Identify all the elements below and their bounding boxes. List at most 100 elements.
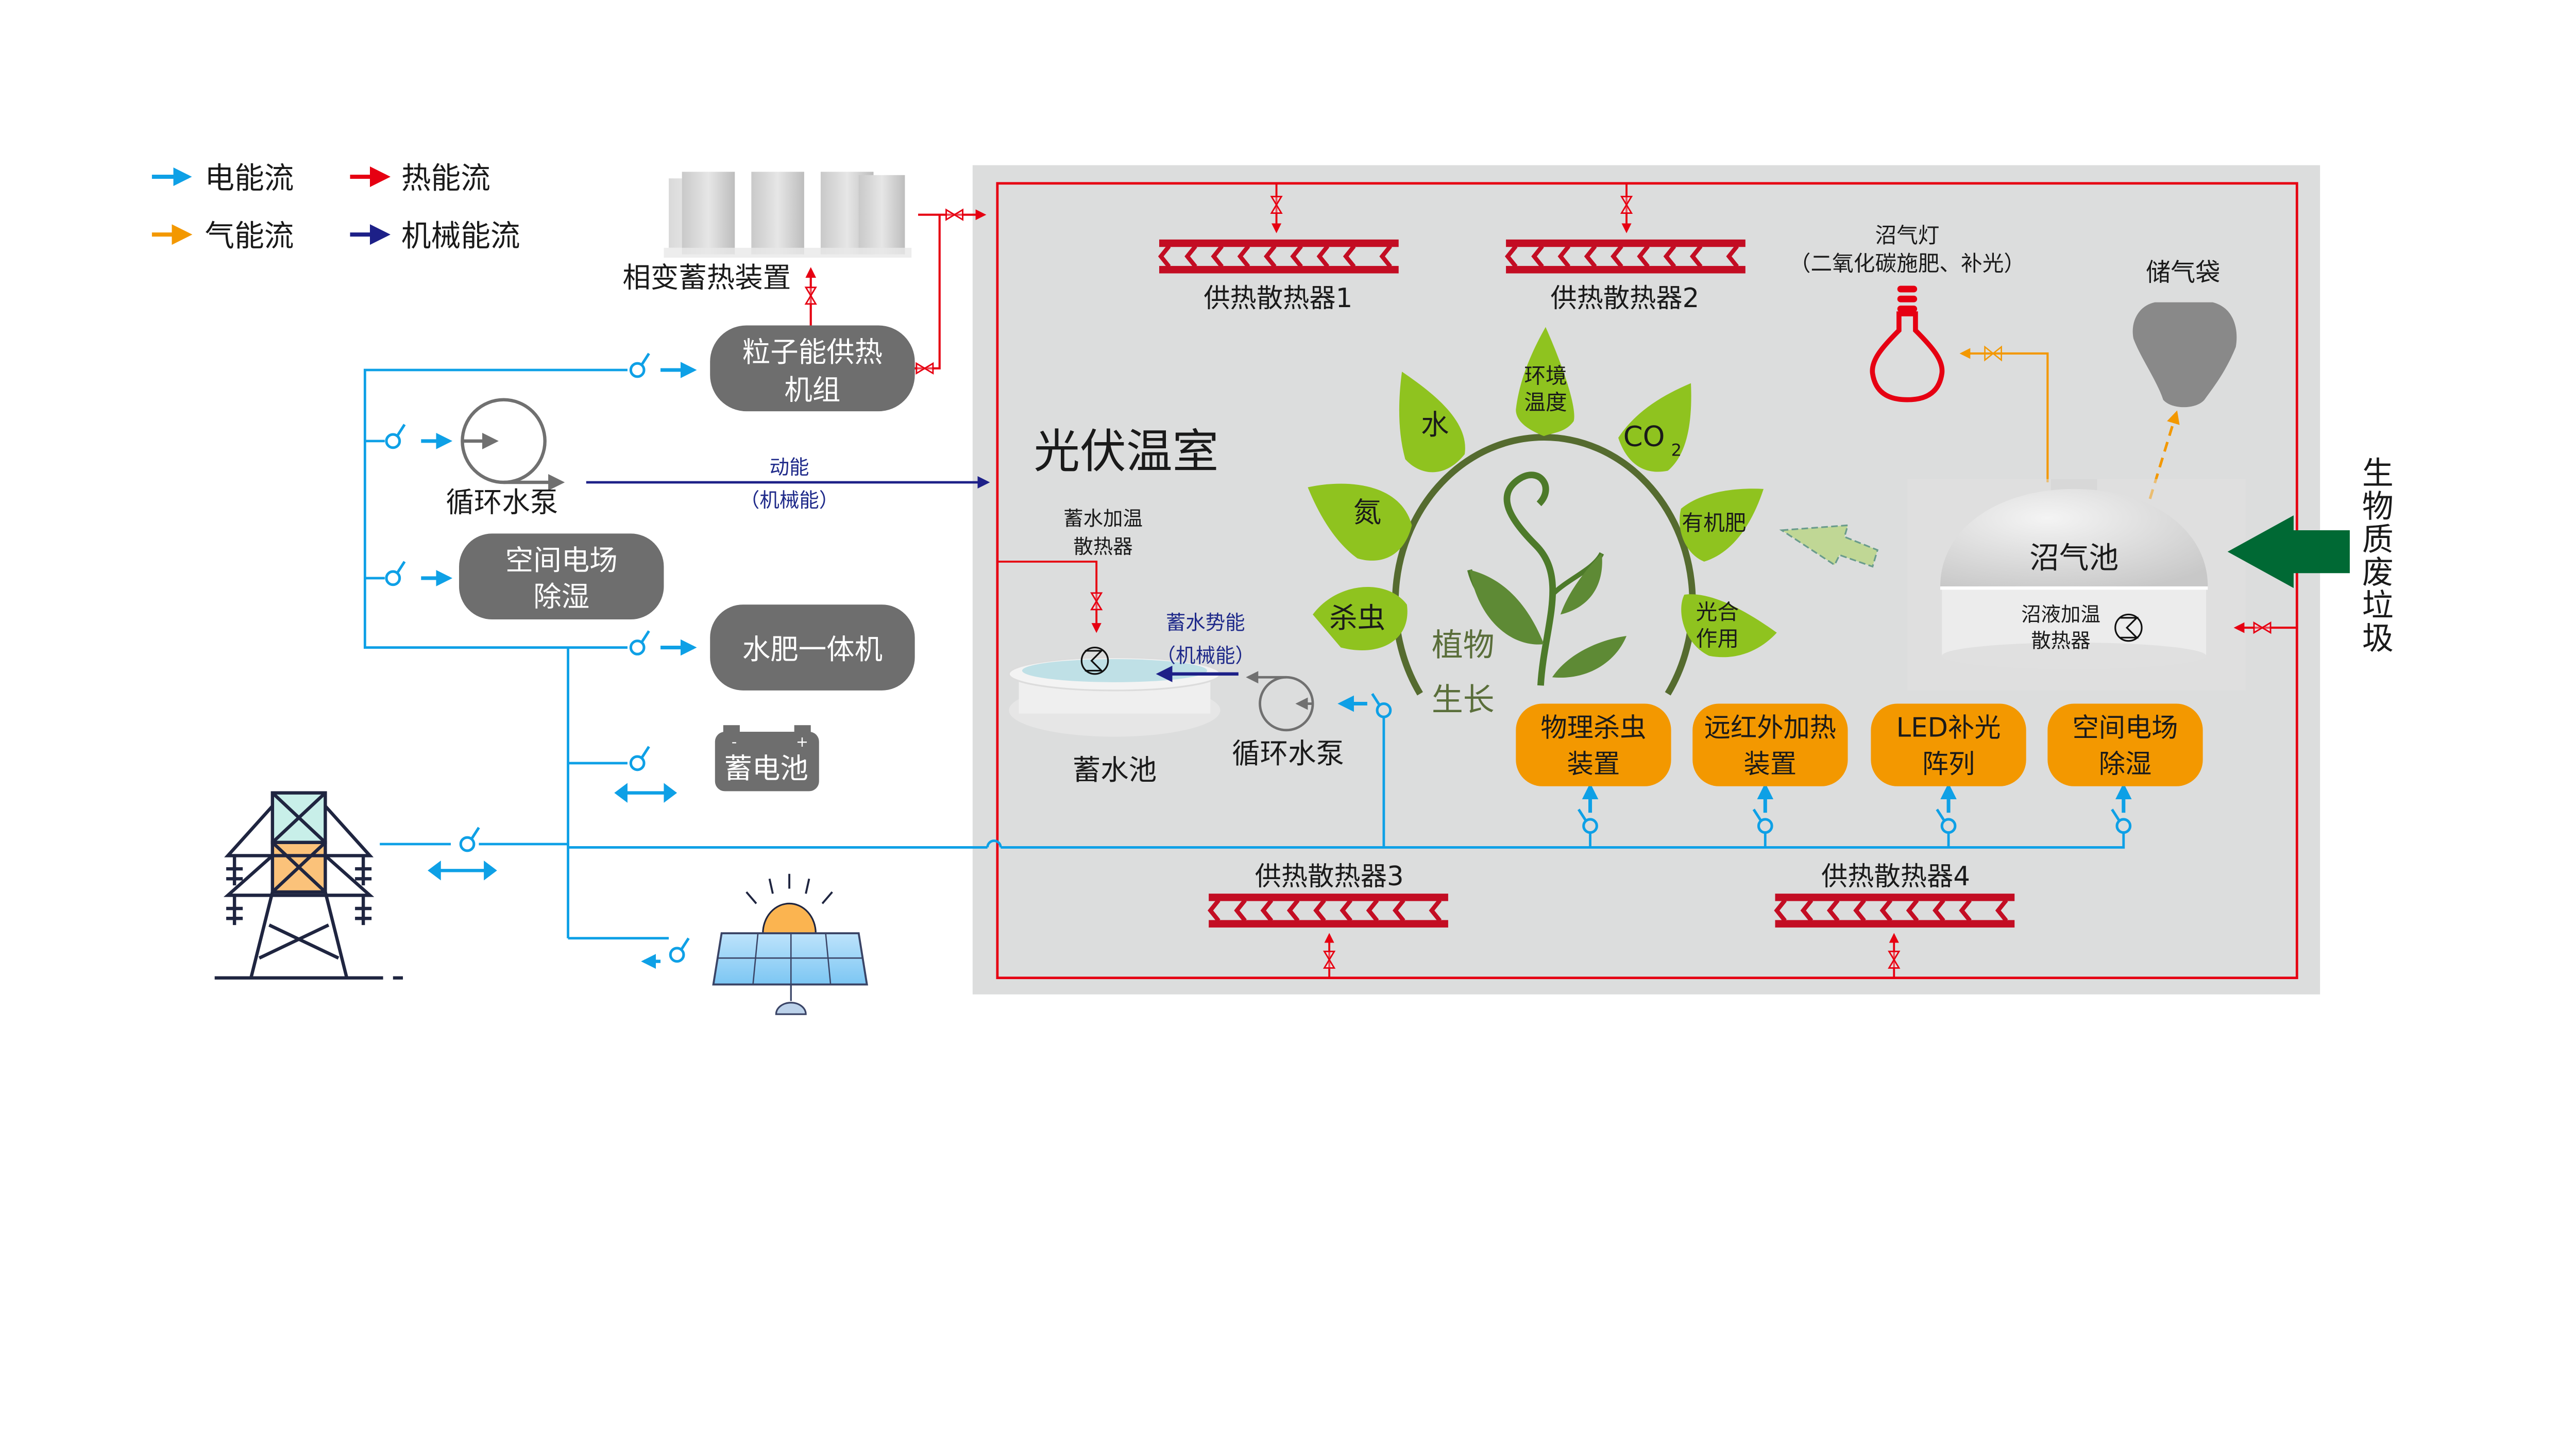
plant-growth-label-1: 植物	[1432, 627, 1495, 664]
pump-left-label: 循环水泵	[446, 486, 558, 519]
device-physical-insect-killer-line1: 物理杀虫	[1540, 713, 1646, 744]
device-led-grow-light-line1: LED补光	[1896, 713, 2001, 744]
leaf-nitrogen: 氮	[1308, 483, 1412, 561]
biomass-waste-label: 生 物 质 废 垃 圾	[2362, 455, 2394, 657]
biogas-lamp[interactable]: 沼气灯 （二氧化碳施肥、补光）	[1789, 223, 2025, 402]
leaf-organic-fertilizer-label: 有机肥	[1682, 510, 1746, 535]
device-field-dehumidifier-line2: 除湿	[2099, 749, 2152, 780]
greenhouse-title: 光伏温室	[1033, 425, 1218, 479]
biogas-lamp-sub-label: （二氧化碳施肥、补光）	[1789, 251, 2025, 276]
leaf-water-label: 水	[1421, 408, 1449, 441]
device-far-infrared-heater[interactable]: 远红外加热 装置	[1692, 703, 1848, 786]
legend-mechanical: 机械能流	[350, 218, 520, 254]
legend-gas: 气能流	[151, 218, 294, 254]
switch-pump-left[interactable]	[386, 425, 404, 448]
leaf-insect-label: 杀虫	[1329, 601, 1385, 634]
switch-pv[interactable]	[670, 938, 688, 962]
leaf-water: 水	[1399, 372, 1465, 473]
heat-loop	[996, 182, 2298, 980]
digester-label: 沼气池	[2029, 541, 2119, 576]
biomass-input-arrow	[2227, 515, 2350, 588]
radiator-3[interactable]: 供热散热器3	[1209, 861, 1448, 978]
kinetic-label: 动能	[770, 456, 809, 479]
device-led-grow-light-line2: 阵列	[1922, 749, 1975, 780]
radiator-2[interactable]: 供热散热器2	[1506, 183, 1745, 314]
power-tower-icon[interactable]	[214, 791, 403, 980]
phase-change-storage-label: 相变蓄热装置	[622, 261, 791, 294]
radiator-4[interactable]: 供热散热器4	[1775, 861, 2015, 978]
light-bulb-icon	[1870, 285, 1945, 402]
device-physical-insect-killer[interactable]: 物理杀虫 装置	[1516, 703, 1671, 786]
leaf-organic-fertilizer: 有机肥	[1680, 489, 1764, 562]
biomass-char: 垃	[2362, 587, 2394, 624]
device-far-infrared-heater-line2: 装置	[1744, 749, 1797, 780]
water-tank-label: 蓄水池	[1073, 753, 1157, 786]
battery-plus-icon: +	[796, 733, 808, 750]
electric-bus	[363, 368, 2125, 940]
battery-minus-icon: -	[732, 733, 737, 750]
legend-electric: 电能流	[151, 160, 294, 195]
biomass-char: 物	[2362, 488, 2394, 525]
legend-electric-label: 电能流	[205, 160, 294, 195]
bidirectional-arrow-grid	[428, 861, 497, 881]
switch-battery[interactable]	[631, 747, 649, 770]
fertilizer-return-arrow	[1779, 524, 1879, 568]
kinetic-sub-label: （机械能）	[740, 489, 839, 512]
electric-arrows	[421, 362, 2132, 969]
battery-label: 蓄电池	[724, 752, 808, 785]
particle-heater-line2: 机组	[784, 374, 840, 407]
particle-heater-line1: 粒子能供热	[742, 335, 883, 368]
water-fertilizer-machine[interactable]: 水肥一体机	[710, 604, 915, 691]
pump-inner[interactable]: 循环水泵	[1232, 671, 1344, 770]
field-dehumidifier-left[interactable]: 空间电场 除湿	[459, 533, 664, 620]
leaf-env-temp-label-2: 温度	[1524, 390, 1567, 415]
device-field-dehumidifier[interactable]: 空间电场 除湿	[2047, 703, 2203, 786]
tank-heater-label-1: 蓄水加温	[1063, 507, 1143, 530]
biomass-char: 废	[2362, 554, 2394, 591]
water-fertilizer-label: 水肥一体机	[742, 633, 883, 666]
leaf-env-temp-label-1: 环境	[1524, 363, 1567, 389]
field-dehumidifier-left-line2: 除湿	[533, 580, 589, 613]
gas-storage-bag[interactable]: 储气袋	[2132, 258, 2237, 408]
leaf-photosynthesis-label-1: 光合	[1696, 599, 1739, 625]
pump-inner-label: 循环水泵	[1232, 737, 1344, 770]
leaf-co2-subscript: 2	[1671, 441, 1682, 460]
radiator-3-label: 供热散热器3	[1255, 861, 1404, 892]
switch-grid[interactable]	[461, 828, 479, 851]
biomass-char: 生	[2362, 455, 2394, 492]
field-dehumidifier-left-line1: 空间电场	[505, 544, 618, 577]
device-led-grow-light[interactable]: LED补光 阵列	[1871, 703, 2026, 786]
leaf-nitrogen-label: 氮	[1353, 496, 1381, 529]
gas-bag-label: 储气袋	[2146, 258, 2220, 287]
radiator-1-label: 供热散热器1	[1204, 283, 1352, 314]
phase-change-storage[interactable]: 相变蓄热装置	[622, 172, 912, 294]
battery[interactable]: - + 蓄电池	[715, 725, 819, 792]
particle-heater[interactable]: 粒子能供热 机组	[710, 325, 915, 412]
legend-mechanical-label: 机械能流	[401, 218, 520, 254]
switch-water-fert[interactable]	[631, 631, 649, 654]
solar-panel-icon[interactable]	[712, 873, 868, 1015]
leaf-photosynthesis-label-2: 作用	[1696, 626, 1739, 651]
cabinet-icon	[664, 172, 912, 258]
biomass-char: 圾	[2362, 620, 2394, 657]
tank-heater-label-2: 散热器	[1073, 535, 1132, 559]
radiator-1[interactable]: 供热散热器1	[1159, 183, 1399, 314]
plant-growth-label-2: 生长	[1432, 681, 1495, 718]
leaf-co2: CO 2	[1618, 383, 1691, 472]
biomass-char: 质	[2362, 521, 2394, 558]
tank-potential-label: 蓄水势能	[1166, 611, 1245, 634]
heat-exchanger-icon	[2114, 613, 2143, 642]
pump-left[interactable]: 循环水泵	[446, 398, 565, 519]
switch-field-dehumid-left[interactable]	[386, 562, 404, 585]
biogas-lamp-label: 沼气灯	[1875, 223, 1939, 248]
legend: 电能流 热能流 气能流 机械能流	[151, 160, 520, 254]
legend-gas-label: 气能流	[205, 218, 294, 254]
biogas-digester[interactable]: 沼气池 沼液加温 散热器	[1907, 479, 2246, 691]
legend-heat: 热能流	[350, 160, 490, 195]
leaf-env-temp: 环境 温度	[1516, 327, 1574, 436]
device-physical-insect-killer-line2: 装置	[1567, 749, 1620, 780]
switch-particle-heater[interactable]	[631, 354, 649, 377]
legend-heat-label: 热能流	[401, 160, 490, 195]
digester-heater-label-2: 散热器	[2031, 630, 2090, 653]
